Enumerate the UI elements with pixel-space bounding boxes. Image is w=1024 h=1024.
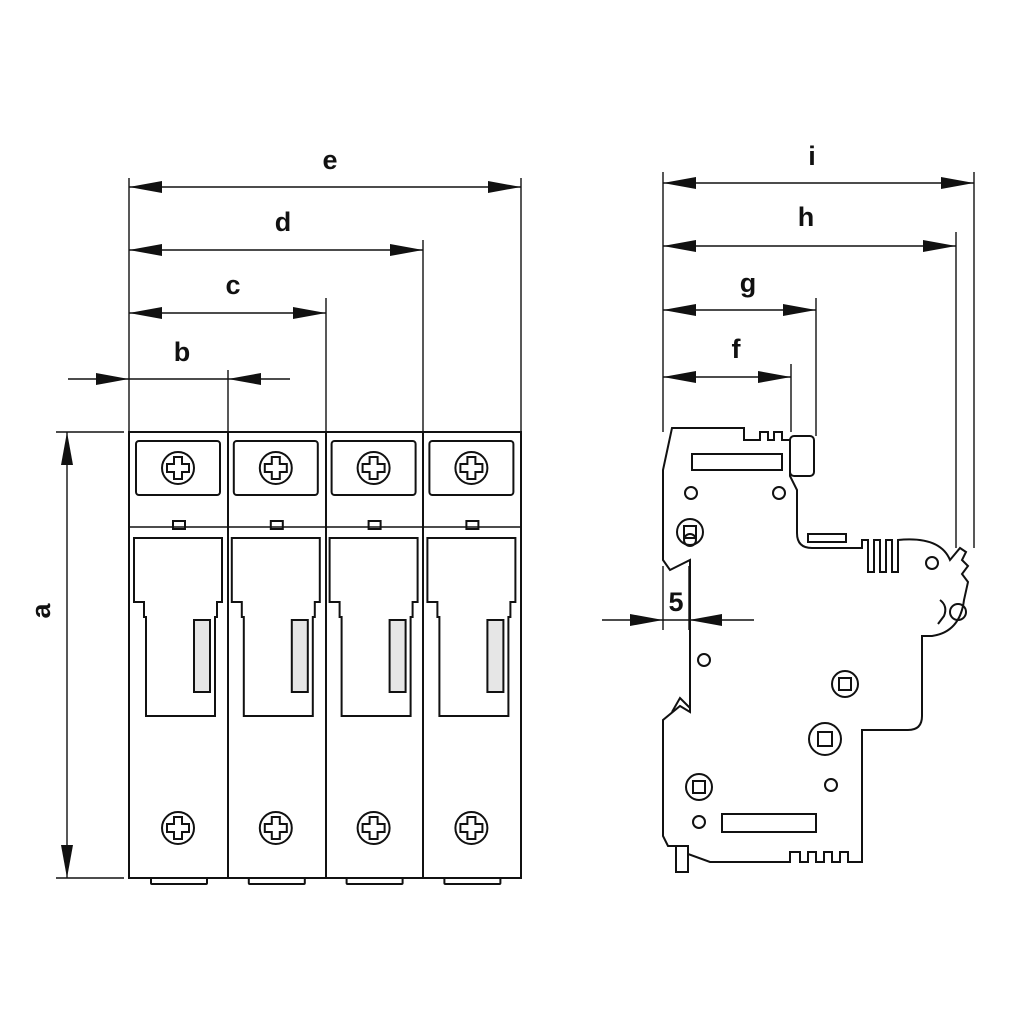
front-view: e d c b a (26, 145, 522, 885)
top-terminal-screw-icon (258, 451, 293, 485)
top-terminal-screw-icon (454, 451, 489, 485)
pole-marker-tab (465, 520, 480, 530)
rivet-hole (684, 486, 698, 500)
side-top-latch (789, 435, 815, 477)
dimension-label-c: c (225, 270, 240, 300)
front-body (128, 431, 522, 879)
top-terminal-screw-icon (161, 451, 195, 485)
fuse-carrier-window (328, 537, 419, 717)
fuse-carrier-window (426, 537, 517, 717)
bottom-terminal-screw-icon (454, 811, 489, 845)
dimension-label-h: h (798, 202, 815, 232)
dimension-label-offset: 5 (668, 587, 683, 617)
dimension-label-a: a (26, 603, 56, 619)
terminal-window (135, 440, 221, 496)
dimension-a: a (26, 432, 73, 878)
fuse-indicator (193, 619, 211, 693)
front-extension-lines (56, 178, 522, 879)
side-profile-outline (662, 427, 970, 863)
fuse-indicator (388, 619, 407, 693)
dimension-label-e: e (322, 145, 337, 175)
dimension-label-d: d (275, 207, 292, 237)
square-rivet (808, 722, 842, 756)
bottom-terminal-screw-icon-slot (459, 816, 484, 840)
side-rivets (676, 486, 967, 829)
side-rail-clip (807, 533, 847, 543)
fuse-carrier-window (230, 537, 321, 717)
bottom-terminal-screw-icon (161, 811, 195, 845)
bottom-terminal-screw-icon (258, 811, 293, 845)
square-rivet (676, 518, 704, 546)
side-top-slot (691, 453, 783, 471)
bottom-terminal-screw-icon-slot (166, 816, 190, 840)
dimension-label-i: i (808, 141, 816, 171)
side-view: i h g f 5 (602, 141, 975, 873)
dimension-g: g (663, 268, 816, 316)
fuse-indicator (486, 619, 505, 693)
dimension-label-f: f (732, 334, 742, 364)
square-rivet (685, 773, 713, 801)
side-extension-lines (662, 172, 975, 630)
side-notch-detail (671, 696, 691, 713)
fuse-carrier-window (133, 537, 223, 717)
side-bottom-slot (721, 813, 817, 833)
side-din-foot (675, 845, 689, 873)
dimension-offset: 5 (602, 587, 754, 626)
top-terminal-screw-icon (356, 451, 391, 485)
dimension-h: h (663, 202, 956, 252)
side-body (662, 427, 970, 873)
top-terminal-screw-icon-slot (263, 456, 288, 480)
dimension-f: f (663, 334, 791, 383)
fuse-indicator (290, 619, 309, 693)
dimension-i: i (663, 141, 974, 189)
bottom-terminal-screw-icon-slot (263, 816, 288, 840)
side-hinge-detail (937, 599, 947, 625)
square-rivet (831, 670, 859, 698)
dimension-e: e (129, 145, 521, 193)
terminal-window (232, 440, 319, 496)
dimension-label-g: g (740, 268, 757, 298)
bottom-terminal-screw-icon (356, 811, 391, 845)
bottom-terminal-screw-icon-slot (361, 816, 386, 840)
pole-marker-tab (172, 520, 186, 530)
top-terminal-screw-icon-slot (361, 456, 386, 480)
dimension-c: c (129, 270, 326, 319)
terminal-window (428, 440, 515, 496)
top-terminal-screw-icon-slot (459, 456, 484, 480)
pole-marker-tab (269, 520, 284, 530)
terminal-window (330, 440, 417, 496)
dimension-label-b: b (174, 337, 191, 367)
rivet-hole (824, 778, 838, 792)
rivet-hole (697, 653, 711, 667)
rivet-hole (925, 556, 939, 570)
din-clip-foot (150, 877, 208, 885)
din-clip-foot (443, 877, 502, 885)
front-poles (133, 440, 517, 885)
pole-marker-tab (367, 520, 382, 530)
dimension-d: d (129, 207, 423, 256)
dimension-b: b (68, 337, 290, 385)
top-terminal-screw-icon-slot (166, 456, 190, 480)
din-clip-foot (247, 877, 306, 885)
rivet-hole (692, 815, 706, 829)
din-clip-foot (345, 877, 404, 885)
pivot-circle (949, 603, 967, 621)
rivet-hole (772, 486, 786, 500)
